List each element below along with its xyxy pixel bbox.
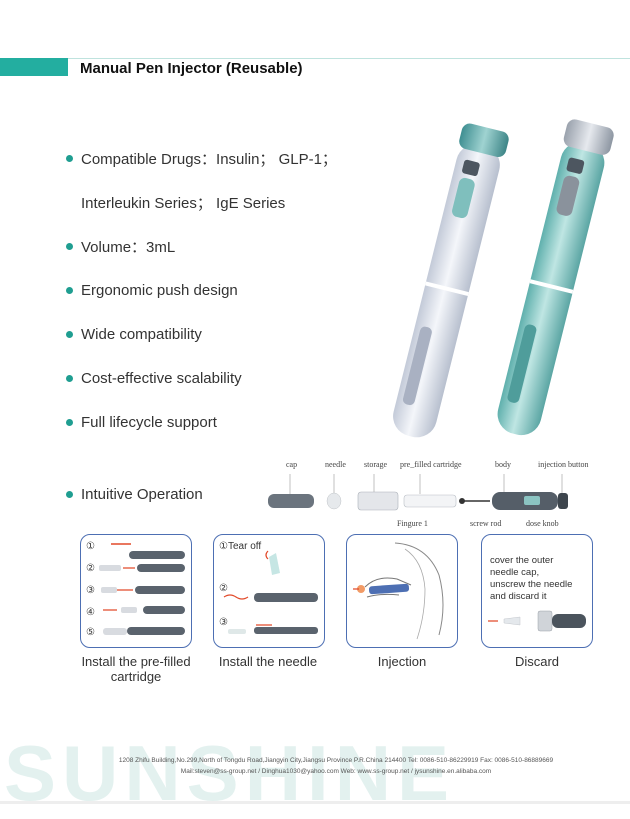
- discard-instructions: cover the outer needle cap, unscrew the …: [490, 555, 573, 602]
- operation-item: Intuitive Operation: [66, 486, 203, 503]
- parts-diagram: cap needle storage pre_filled cartridge …: [262, 456, 602, 531]
- bottom-divider: [0, 801, 630, 804]
- feature-item: Compatible Drugs：Insulin； GLP-1；: [66, 136, 337, 180]
- step-number: ⑤: [86, 627, 95, 638]
- figure-caption: Fingure 1: [397, 519, 428, 528]
- feature-text: Compatible Drugs：Insulin； GLP-1；: [81, 150, 337, 168]
- step-number: ③: [86, 585, 95, 596]
- feature-item: Volume：3mL: [66, 224, 337, 268]
- feature-item: Wide compatibility: [66, 312, 337, 356]
- bullet-dot-icon: [66, 242, 73, 250]
- bullet-dot-icon: [66, 374, 73, 382]
- feature-item: Full lifecycle support: [66, 400, 337, 444]
- step-panel-install-cartridge: ① ② ③ ④ ⑤: [80, 534, 192, 648]
- feature-text: Cost-effective scalability: [81, 369, 242, 387]
- step-panel-install-needle: ①Tear off ② ③: [213, 534, 325, 648]
- top-divider: [0, 58, 630, 59]
- step-caption: Discard: [514, 654, 560, 669]
- part-label-screw: screw rod: [470, 519, 502, 528]
- parts-drawing: [268, 474, 568, 511]
- footer-address: 1208 Zhifu Building,No.299,North of Tong…: [118, 757, 554, 764]
- part-label-storage: storage: [364, 460, 388, 469]
- step-number: ④: [86, 607, 95, 618]
- feature-text: Wide compatibility: [81, 325, 202, 343]
- step-number: ③: [219, 617, 228, 628]
- part-label-button: injection button: [538, 460, 589, 469]
- injection-drawing: [353, 542, 444, 640]
- feature-text: Volume：3mL: [81, 238, 176, 256]
- white-pen: [393, 123, 509, 438]
- step-caption: Install the pre-filled cartridge: [81, 654, 191, 684]
- feature-text: Ergonomic push design: [81, 281, 238, 299]
- part-label-cap: cap: [286, 460, 298, 469]
- bullet-dot-icon: [66, 154, 73, 162]
- needle-steps-drawing: [223, 550, 318, 634]
- discard-drawing: [488, 610, 586, 632]
- footer-contact: Mail:steven@ss-group.net / Dinghua1030@y…: [180, 768, 492, 775]
- step-number: ①: [86, 541, 95, 552]
- title-accent-bar: [0, 58, 68, 76]
- step-caption: Install the needle: [218, 654, 318, 669]
- tear-off-label: ①Tear off: [219, 541, 262, 552]
- bullet-dot-icon: [66, 330, 73, 338]
- part-label-knob: dose knob: [526, 519, 559, 528]
- page-title: Manual Pen Injector (Reusable): [80, 60, 303, 77]
- step-panel-injection: [346, 534, 458, 648]
- teal-pen: [497, 119, 614, 436]
- pen-injectors-image: [393, 119, 614, 438]
- feature-item-continued: Interleukin Series； IgE Series: [66, 180, 337, 224]
- feature-text: Full lifecycle support: [81, 413, 217, 431]
- bullet-dot-icon: [66, 418, 73, 426]
- company-footer: 1208 Zhifu Building,No.299,North of Tong…: [66, 755, 606, 777]
- step-number: ②: [86, 563, 95, 574]
- part-label-cartridge: pre_filled cartridge: [400, 460, 462, 469]
- cartridge-steps-drawing: [99, 543, 185, 635]
- feature-text: Interleukin Series； IgE Series: [81, 194, 286, 212]
- feature-list: Compatible Drugs：Insulin； GLP-1； Interle…: [66, 136, 337, 444]
- part-label-body: body: [495, 460, 511, 469]
- feature-item: Ergonomic push design: [66, 268, 337, 312]
- part-label-needle: needle: [325, 460, 346, 469]
- step-panel-discard: cover the outer needle cap, unscrew the …: [481, 534, 593, 648]
- feature-item: Cost-effective scalability: [66, 356, 337, 400]
- bullet-dot-icon: [66, 286, 73, 294]
- operation-label: Intuitive Operation: [81, 486, 203, 503]
- bullet-dot-icon: [66, 491, 73, 498]
- step-number: ②: [219, 583, 228, 594]
- step-caption: Injection: [377, 654, 427, 669]
